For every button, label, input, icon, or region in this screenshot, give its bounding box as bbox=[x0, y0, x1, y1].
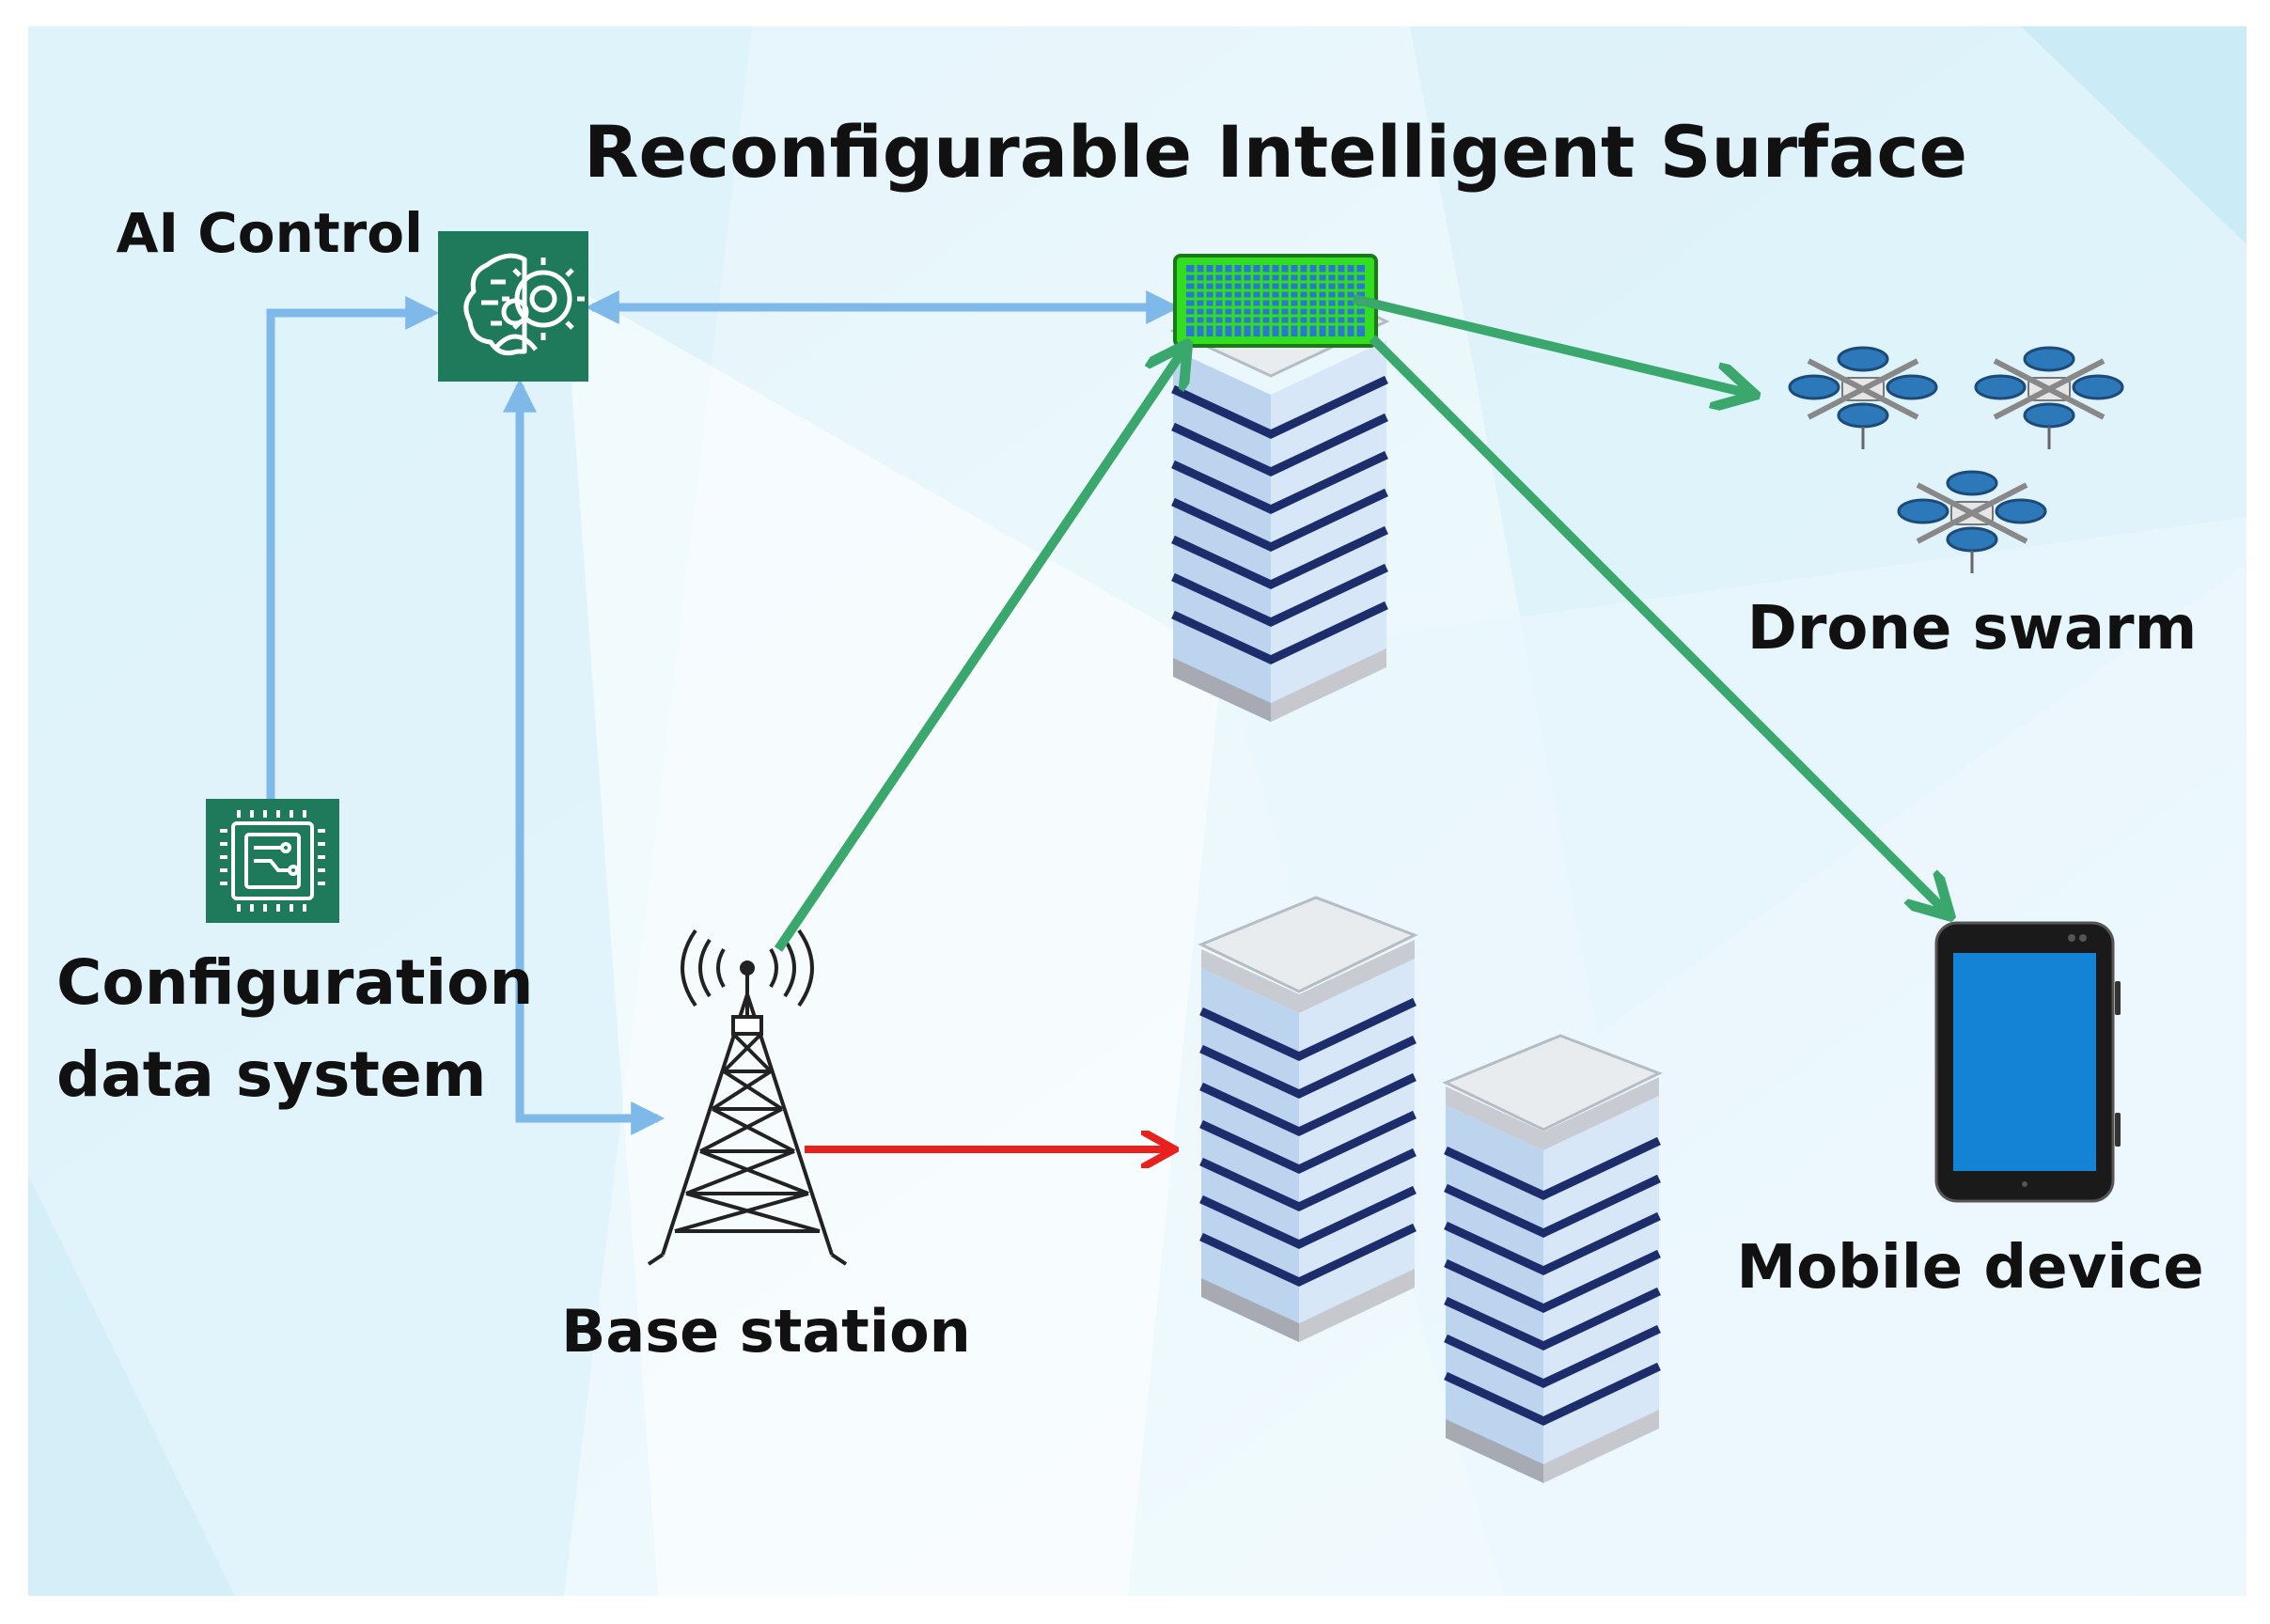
drone-swarm-label: Drone swarm bbox=[1747, 594, 2198, 664]
quadcopter-icon bbox=[1788, 346, 1938, 449]
control-links bbox=[266, 290, 1181, 1135]
tablet-phone-icon bbox=[1934, 921, 2121, 1203]
cell-tower-icon bbox=[647, 929, 848, 1266]
config-to-ai-link bbox=[266, 296, 440, 799]
drone-swarm bbox=[1788, 346, 2124, 573]
config-system-label-line1: Configuration bbox=[56, 946, 534, 1019]
ris-building bbox=[1169, 274, 1390, 722]
mobile-device-label: Mobile device bbox=[1736, 1233, 2203, 1303]
ris-panel-icon bbox=[1173, 254, 1378, 348]
blocking-building-left bbox=[1198, 896, 1418, 1342]
config-system-label-line2: data system bbox=[56, 1038, 487, 1111]
reflected-links bbox=[774, 294, 1944, 952]
base-station-label: Base station bbox=[561, 1297, 971, 1366]
background bbox=[28, 26, 2247, 1596]
ai-control-label: AI Control bbox=[117, 201, 423, 265]
quadcopter-icon bbox=[1974, 346, 2124, 449]
ris-to-drones-link bbox=[1352, 294, 1746, 393]
base-to-ris-link bbox=[774, 351, 1182, 952]
diagram-title: Reconfigurable Intelligent Surface bbox=[584, 110, 1967, 194]
ai-control-icon bbox=[438, 231, 588, 382]
ris-to-mobile-link bbox=[1369, 335, 1944, 910]
config-system-icon bbox=[206, 799, 339, 923]
blocking-building-right bbox=[1442, 1034, 1663, 1483]
quadcopter-icon bbox=[1897, 470, 2047, 573]
ai-to-base-station-link bbox=[503, 378, 665, 1135]
